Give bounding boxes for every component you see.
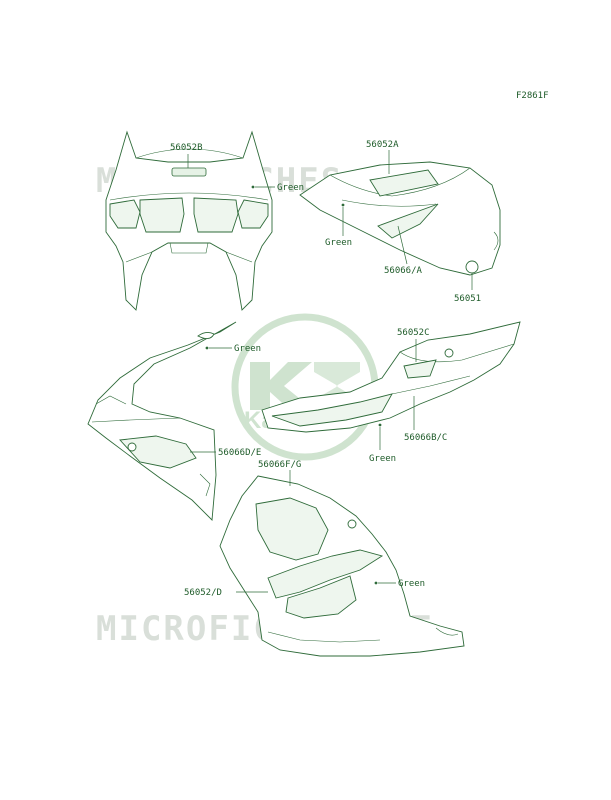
front-cowl (105, 130, 273, 311)
callout-56066b-c: 56066B/C (404, 433, 447, 443)
callout-56052-d: 56052/D (184, 588, 222, 598)
upper-side-cowl (87, 321, 237, 521)
callout-lower-cowl-green: Green (398, 579, 425, 589)
callout-56066-a: 56066/A (384, 266, 423, 276)
fuel-tank (299, 161, 501, 276)
kawasaki-emblem-front (171, 167, 207, 177)
tail-cowl (261, 321, 521, 433)
callout-tank-green: Green (325, 238, 352, 248)
callout-front-cowl-green: Green (277, 183, 304, 193)
callout-56066d-e: 56066D/E (218, 448, 261, 458)
lower-side-cowl (219, 475, 465, 657)
callout-56051: 56051 (454, 294, 481, 304)
callout-tail-green: Green (369, 454, 396, 464)
watermark-logo: Kawasaki (231, 313, 379, 461)
callout-56052a: 56052A (366, 140, 399, 150)
figure-code: F2861F (516, 91, 549, 101)
callout-56066f-g: 56066F/G (258, 460, 301, 470)
callout-56052b: 56052B (170, 143, 203, 153)
callout-56052c: 56052C (397, 328, 430, 338)
callout-upper-cowl-green: Green (234, 344, 261, 354)
